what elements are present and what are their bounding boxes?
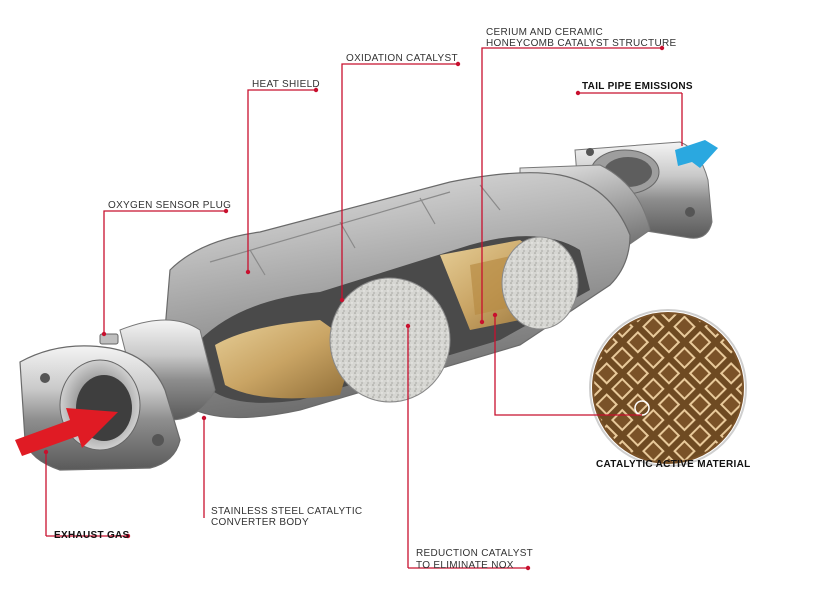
oxidation-substrate xyxy=(329,277,451,403)
label-stainless-line1: STAINLESS STEEL CATALYTIC xyxy=(211,506,363,517)
label-heat-shield: HEAT SHIELD xyxy=(252,79,320,90)
label-catalytic-active-material: CATALYTIC ACTIVE MATERIAL xyxy=(596,459,751,470)
label-oxidation-catalyst: OXIDATION CATALYST xyxy=(346,53,458,64)
label-stainless-line2: CONVERTER BODY xyxy=(211,517,309,528)
label-exhaust-gas: EXHAUST GAS xyxy=(54,530,130,541)
ceramic-substrate xyxy=(501,236,579,330)
leader-lines xyxy=(45,47,683,569)
reduction-catalyst-core xyxy=(215,320,355,399)
label-reduction-line1: REDUCTION CATALYST xyxy=(416,548,534,559)
heat-shield xyxy=(209,184,501,276)
outlet-arrow-icon xyxy=(675,140,718,168)
label-tail-pipe-emissions: TAIL PIPE EMISSIONS xyxy=(582,81,693,92)
label-oxygen-sensor-plug: OXYGEN SENSOR PLUG xyxy=(108,200,232,211)
label-cerium-line1: CERIUM AND CERAMIC xyxy=(486,27,604,38)
label-reduction-line2: TO ELIMINATE NOX xyxy=(416,560,514,571)
catalytic-material-zoom xyxy=(589,309,747,467)
inlet-arrow-icon xyxy=(15,408,118,456)
oxygen-sensor-plug xyxy=(99,333,119,345)
leader-dots xyxy=(43,45,665,571)
label-cerium-line2: HONEYCOMB CATALYST STRUCTURE xyxy=(486,38,677,49)
